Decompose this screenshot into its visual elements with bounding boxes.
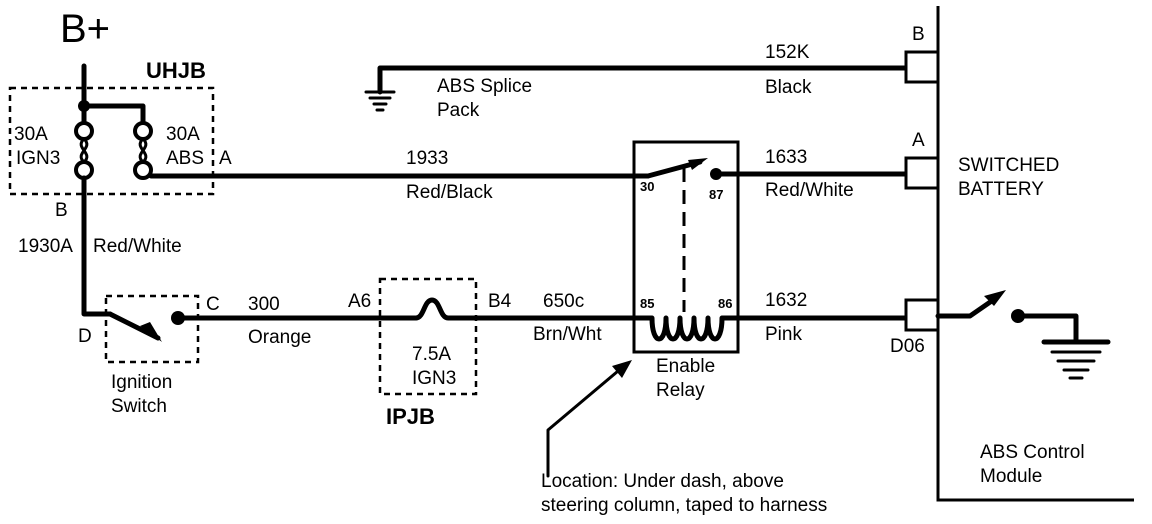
splice-pack-label-2: Pack [437,100,480,121]
ignition-switch-contact [107,311,185,342]
wire-152k-color: Black [765,77,812,98]
switched-battery-label-1: SWITCHED [958,155,1059,176]
location-note-line-2: steering column, taped to harness [541,495,827,516]
ipjb-terminal-b4: B4 [488,291,512,312]
module-pin-d06-box [904,298,940,332]
uhjb-terminal-b: B [55,200,68,221]
wire-1633-circuit: 1633 [765,147,807,168]
module-pin-b-box [904,50,940,84]
ign3-fuse-circuit: IGN3 [16,148,60,169]
relay-label-1: Enable [656,356,715,377]
wire-1933-color: Red/Black [406,182,493,203]
wire-152k-circuit: 152K [765,42,810,63]
abs-fuse-rating: 30A [166,124,200,145]
wire-1633-color: Red/White [765,180,854,201]
abs-module-outline [936,6,1134,502]
location-note-line-1: Location: Under dash, above [541,471,784,492]
module-pin-b: B [912,24,925,45]
location-arrow-line [546,364,626,478]
relay-pin-30: 30 [640,179,654,194]
wire-1930a [81,175,113,317]
ignition-switch-terminal-c: C [206,294,220,315]
wire-1632-color: Pink [765,324,802,345]
ignition-switch-label-2: Switch [111,396,167,417]
uhjb-box [8,86,215,196]
abs-fuse-circuit: ABS [166,148,204,169]
ignition-switch-box [104,294,200,364]
relay-coil [643,315,729,342]
relay-pin-87: 87 [709,187,723,202]
uhjb-terminal-a: A [219,148,232,169]
ign3-fuse-rating: 30A [14,124,48,145]
wire-300-color: Orange [248,327,311,348]
module-pin-a-box [904,156,940,190]
abs-module-label-1: ABS Control [980,442,1085,463]
power-label: B+ [60,7,110,51]
wire-650c-color: Brn/Wht [533,324,602,345]
wire-152k [377,65,909,95]
relay-pin-86: 86 [718,296,732,311]
abs-module-label-2: Module [980,466,1042,487]
wire-1632-circuit: 1632 [765,290,807,311]
abs-fuse-feed-wire [81,103,146,125]
switched-battery-label-2: BATTERY [958,179,1044,200]
ign3-fuse-symbol [74,121,94,180]
ignition-switch-terminal-d: D [78,326,92,347]
ipjb-terminal-a6: A6 [348,291,371,312]
wire-1930a-circuit: 1930A [18,236,73,257]
uhjb-label: UHJB [146,58,206,83]
ipjb-box [378,277,478,396]
location-arrow-head [612,360,632,378]
wire-300-circuit: 300 [248,294,280,315]
splice-pack-label-1: ABS Splice [437,76,532,97]
abs-fuse-symbol [133,121,153,180]
module-pin-d06: D06 [890,336,925,357]
splice-ground-symbol [364,90,396,112]
wire-1933-circuit: 1933 [406,148,448,169]
ipjb-fuse-symbol [413,297,461,321]
ipjb-label: IPJB [386,404,435,429]
wire-650c-circuit: 650c [543,291,584,312]
relay-pin-85: 85 [640,296,654,311]
module-internal-switch [935,290,1079,343]
relay-label-2: Relay [656,380,705,401]
enable-relay-box [632,140,740,354]
ipjb-fuse-circuit: IGN3 [412,368,456,389]
module-ground-symbol [1041,339,1111,380]
module-pin-a: A [912,130,925,151]
ignition-switch-label-1: Ignition [111,372,172,393]
ipjb-fuse-rating: 7.5A [412,344,451,365]
wire-1930a-color: Red/White [93,236,182,257]
